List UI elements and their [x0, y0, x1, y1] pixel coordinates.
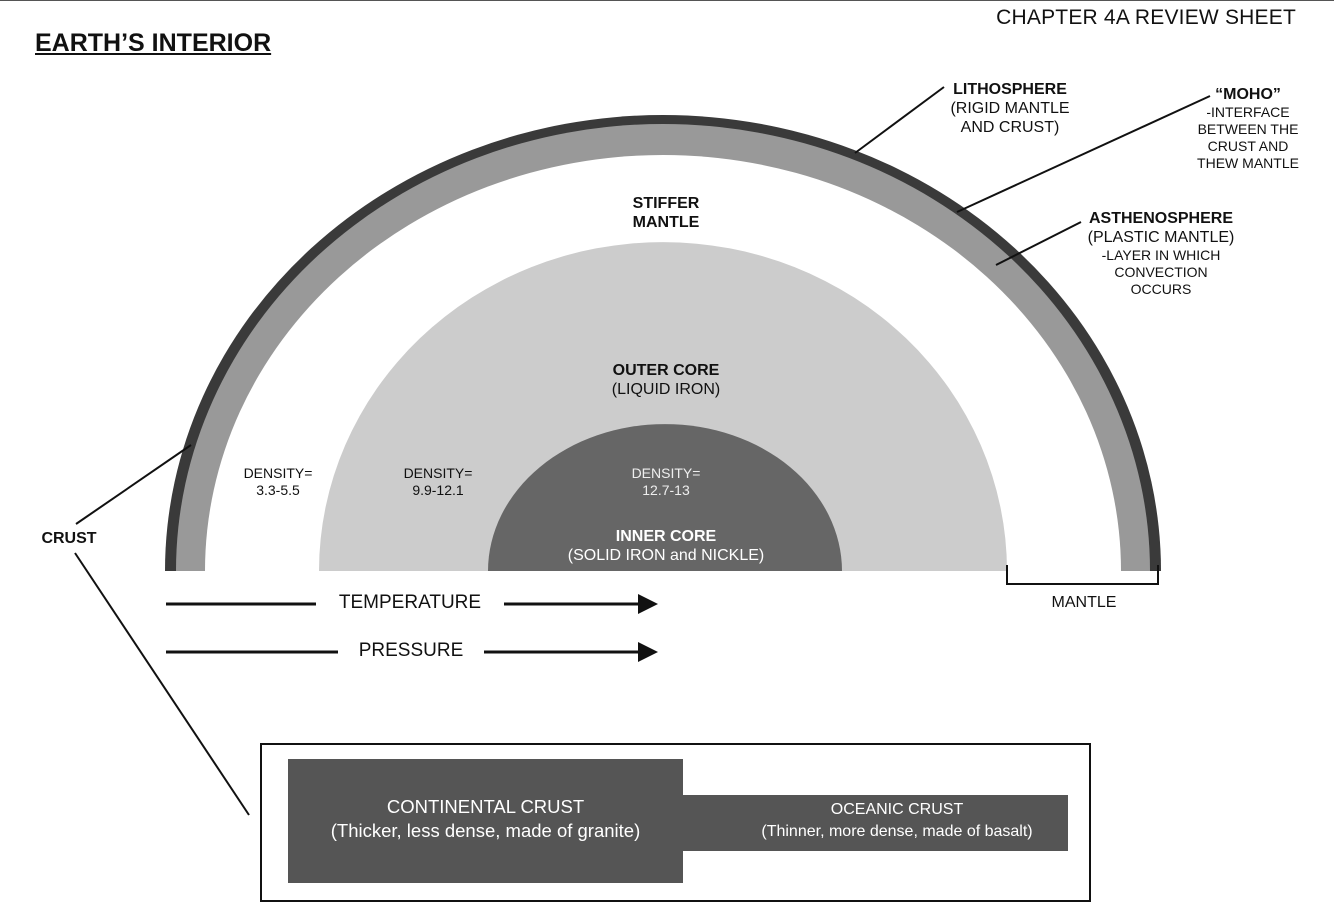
lithosphere-label: LITHOSPHERE (RIGID MANTLE AND CRUST): [930, 80, 1090, 138]
mantle-density-label: DENSITY=: [243, 465, 313, 481]
crust-label: CRUST: [41, 530, 97, 547]
oceanic-crust-sub: (Thinner, more dense, made of basalt): [761, 823, 1033, 840]
moho-line4: THEW MANTLE: [1197, 154, 1299, 171]
mantle-bracket: [1006, 565, 1159, 585]
inner-core-density-value: 12.7-13: [642, 481, 690, 498]
inner-core-label: INNER CORE (SOLID IRON and NICKLE): [536, 527, 796, 565]
asthenosphere-line4: OCCURS: [1130, 280, 1192, 297]
asthenosphere-label: ASTHENOSPHERE (PLASTIC MANTLE) -LAYER IN…: [1073, 209, 1249, 298]
outer-core-density-label: DENSITY=: [403, 465, 473, 481]
stiffer-mantle-label: STIFFER MANTLE: [606, 194, 726, 232]
moho-line3: CRUST AND: [1207, 137, 1289, 154]
moho-label: “MOHO” -INTERFACE BETWEEN THE CRUST AND …: [1180, 85, 1316, 171]
inner-core-density: DENSITY= 12.7-13: [606, 465, 726, 499]
outer-core-label: OUTER CORE (LIQUID IRON): [566, 361, 766, 399]
lithosphere-title: LITHOSPHERE: [953, 81, 1067, 98]
outer-core-title: OUTER CORE: [612, 362, 720, 379]
inner-core-title: INNER CORE: [615, 528, 717, 545]
mantle-density: DENSITY= 3.3-5.5: [218, 465, 338, 499]
outer-core-density-value: 9.9-12.1: [412, 481, 464, 498]
asthenosphere-line2: -LAYER IN WHICH: [1101, 247, 1221, 264]
stiffer-mantle-line1: STIFFER: [632, 195, 700, 212]
moho-line2: BETWEEN THE: [1197, 120, 1299, 137]
moho-title: “MOHO”: [1215, 86, 1281, 103]
outer-core-sub: (LIQUID IRON): [611, 381, 721, 399]
temperature-arrowhead: [638, 594, 658, 614]
lithosphere-leader: [854, 86, 945, 154]
page-title: EARTH’S INTERIOR: [35, 29, 272, 57]
continental-crust-title: CONTINENTAL CRUST: [386, 796, 585, 817]
stiffer-mantle-line2: MANTLE: [632, 214, 700, 232]
continental-crust-block: CONTINENTAL CRUST (Thicker, less dense, …: [288, 759, 683, 883]
crust-leader-upper: [75, 444, 192, 525]
continental-crust-sub: (Thicker, less dense, made of granite): [330, 820, 641, 841]
asthenosphere-title: ASTHENOSPHERE: [1088, 210, 1234, 227]
mantle-density-value: 3.3-5.5: [256, 481, 300, 498]
oceanic-crust-title: OCEANIC CRUST: [830, 801, 964, 818]
lithosphere-line2: AND CRUST): [960, 119, 1060, 137]
chapter-heading: CHAPTER 4A REVIEW SHEET: [996, 6, 1296, 29]
asthenosphere-leader: [995, 221, 1082, 266]
outer-core-layer: [319, 242, 1007, 571]
outer-core-density: DENSITY= 9.9-12.1: [378, 465, 498, 499]
pressure-label: PRESSURE: [358, 640, 464, 661]
crust-leader-lower: [74, 552, 250, 816]
pressure-arrowhead: [638, 642, 658, 662]
inner-core-layer: [488, 424, 842, 571]
temperature-label: TEMPERATURE: [338, 592, 482, 613]
mantle-label: MANTLE: [1051, 594, 1117, 611]
asthenosphere-line3: CONVECTION: [1114, 264, 1208, 281]
inner-core-sub: (SOLID IRON and NICKLE): [567, 547, 765, 565]
inner-core-density-label: DENSITY=: [631, 465, 701, 481]
lithosphere-line1: (RIGID MANTLE: [950, 100, 1070, 118]
moho-leader: [956, 95, 1211, 213]
moho-line1: -INTERFACE: [1206, 104, 1290, 121]
asthenosphere-line1: (PLASTIC MANTLE): [1087, 229, 1235, 247]
oceanic-crust-block: OCEANIC CRUST (Thinner, more dense, made…: [683, 795, 1068, 851]
top-rule: [0, 0, 1334, 1]
